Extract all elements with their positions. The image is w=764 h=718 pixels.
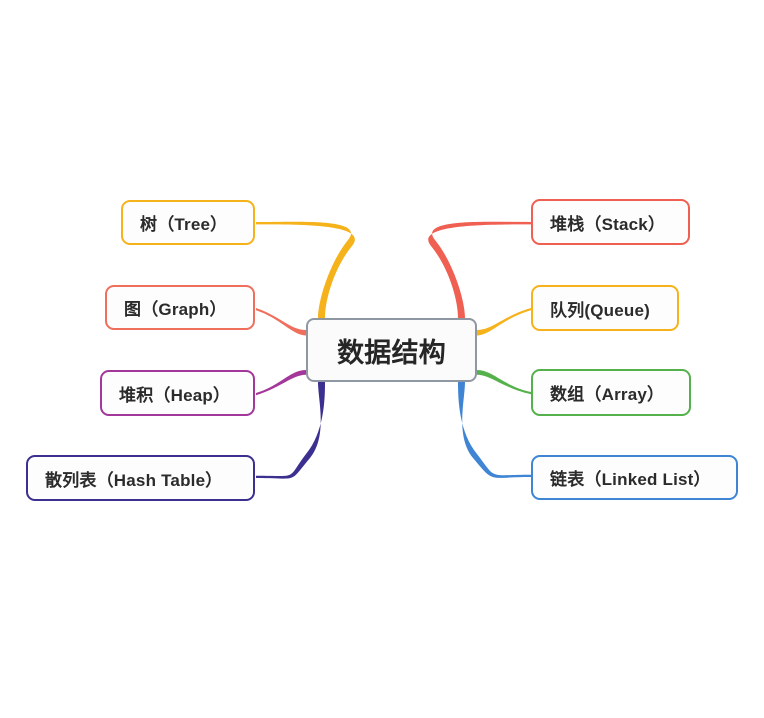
node-stack[interactable]: 堆栈（Stack） xyxy=(531,199,690,245)
connector-stack xyxy=(428,221,531,318)
node-queue[interactable]: 队列(Queue) xyxy=(531,285,679,331)
connector-tree xyxy=(256,221,355,318)
node-array[interactable]: 数组（Array） xyxy=(531,369,691,416)
connector-hash-table xyxy=(256,382,325,479)
connector-queue xyxy=(477,308,531,336)
root-node[interactable]: 数据结构 xyxy=(306,318,477,382)
node-heap[interactable]: 堆积（Heap） xyxy=(100,370,255,416)
root-node-label: 数据结构 xyxy=(337,337,446,368)
node-graph-label: 图（Graph） xyxy=(124,300,227,319)
node-array-label: 数组（Array） xyxy=(550,385,665,404)
node-hash-table-label: 散列表（Hash Table） xyxy=(45,470,223,490)
connector-heap xyxy=(256,370,306,396)
node-linked-list-label: 链表（Linked List） xyxy=(550,470,711,489)
node-graph[interactable]: 图（Graph） xyxy=(105,285,255,330)
node-tree-label: 树（Tree） xyxy=(140,215,228,234)
node-stack-label: 堆栈（Stack） xyxy=(550,214,666,234)
node-heap-label: 堆积（Heap） xyxy=(119,385,231,405)
connector-array xyxy=(477,370,531,395)
node-tree[interactable]: 树（Tree） xyxy=(121,200,255,245)
connector-linked-list xyxy=(458,382,531,478)
node-linked-list[interactable]: 链表（Linked List） xyxy=(531,455,738,500)
connector-graph xyxy=(256,308,306,336)
node-hash-table[interactable]: 散列表（Hash Table） xyxy=(26,455,255,501)
node-queue-label: 队列(Queue) xyxy=(550,300,651,320)
